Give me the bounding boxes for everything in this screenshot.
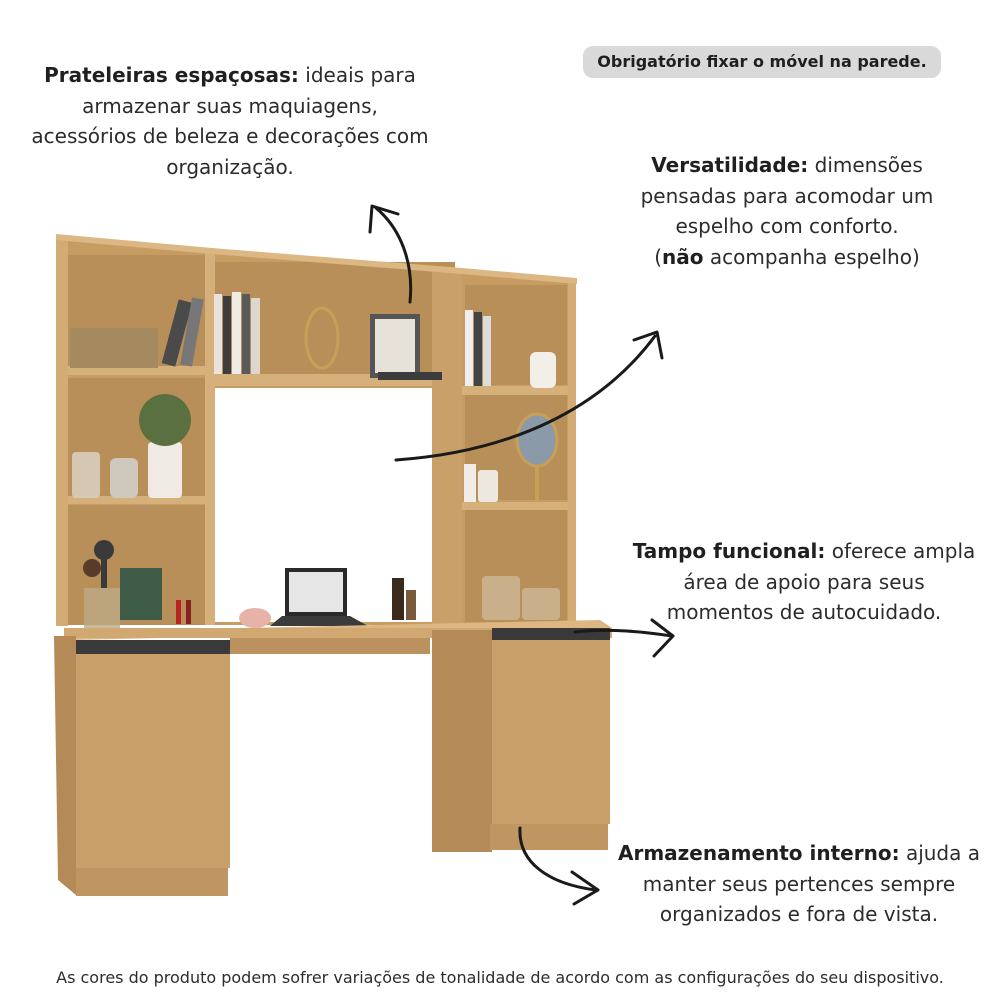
desk <box>54 620 612 896</box>
callout-shelves: Prateleiras espaçosas: ideais para armaz… <box>30 60 430 182</box>
callout-versatility-note-rest: acompanha espelho) <box>703 244 920 269</box>
wall-fix-badge: Obrigatório fixar o móvel na parede. <box>583 46 941 78</box>
callout-versatility: Versatilidade: dimensões pensadas para a… <box>612 150 962 272</box>
shelf-decor <box>70 292 560 628</box>
callout-tabletop-title: Tampo funcional: <box>632 539 826 563</box>
callout-shelves-title: Prateleiras espaçosas: <box>44 63 299 87</box>
callout-versatility-note-bold: não <box>662 244 704 269</box>
callout-storage: Armazenamento interno: ajuda a manter se… <box>608 838 990 930</box>
callout-versatility-title: Versatilidade: <box>651 153 809 177</box>
callout-versatility-text: dimensões pensadas para acomodar um espe… <box>640 153 934 238</box>
callout-shelves-text: ideais para armazenar suas maquiagens, a… <box>31 63 429 179</box>
callout-tabletop: Tampo funcional: oferece ampla área de a… <box>630 536 978 628</box>
laptop <box>239 568 368 628</box>
callout-tabletop-text: oferece ampla área de apoio para seus mo… <box>666 539 976 624</box>
callout-versatility-note-open: ( <box>654 244 663 269</box>
color-disclaimer: As cores do produto podem sofrer variaçõ… <box>56 968 944 987</box>
callout-storage-title: Armazenamento interno: <box>617 841 900 865</box>
callout-storage-text: ajuda a manter seus pertences sempre org… <box>642 841 980 926</box>
